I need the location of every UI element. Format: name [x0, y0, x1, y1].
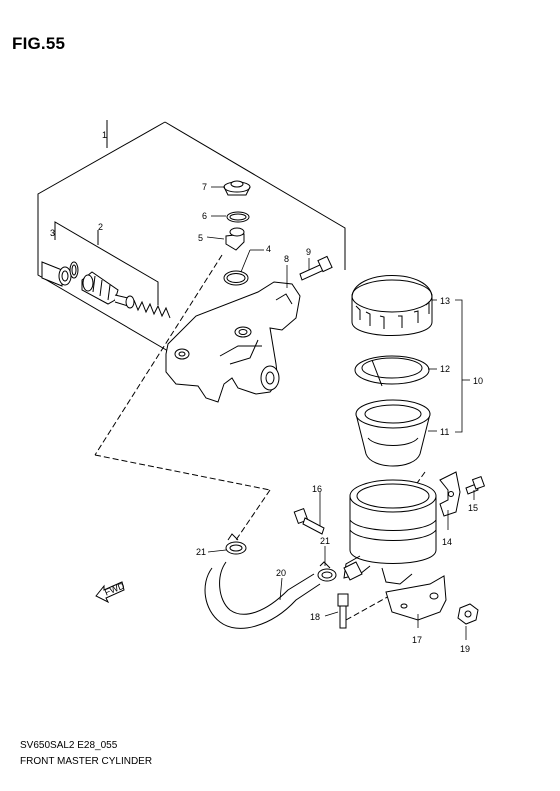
leader-lines	[206, 186, 475, 640]
circlip-part	[226, 211, 250, 223]
callout-21-lower: 21	[320, 536, 330, 546]
nut-part-19	[457, 603, 479, 625]
callout-3: 3	[50, 228, 55, 238]
o-ring-part	[223, 270, 249, 286]
callout-10: 10	[473, 376, 483, 386]
bolt-part-9	[299, 255, 333, 281]
callout-20: 20	[276, 568, 286, 578]
diaphragm-part	[355, 399, 431, 467]
callout-5: 5	[198, 233, 203, 243]
piston-spring-part	[81, 271, 171, 319]
plate-part	[354, 355, 430, 387]
callout-19: 19	[460, 644, 470, 654]
bolt-part-18	[337, 593, 349, 629]
callout-1: 1	[102, 130, 107, 140]
hose-clamp-upper	[225, 533, 247, 555]
diagram-title: FRONT MASTER CYLINDER	[20, 756, 153, 767]
dash-leader	[94, 254, 426, 621]
hose-clamp-lower	[317, 561, 337, 582]
callout-11: 11	[440, 427, 449, 437]
callout-13: 13	[440, 296, 450, 306]
bracket-part-14	[439, 471, 461, 517]
reservoir-body	[343, 479, 437, 585]
fwd-arrow-label: FWD	[103, 580, 126, 597]
hose-part	[204, 561, 363, 629]
boot-part	[223, 180, 251, 196]
piston-cup-part	[41, 261, 79, 287]
bracket-part-17	[385, 575, 447, 621]
callout-4: 4	[266, 244, 271, 254]
callout-7: 7	[202, 182, 207, 192]
callout-12: 12	[440, 364, 450, 374]
callout-14: 14	[442, 537, 452, 547]
callout-2: 2	[98, 222, 103, 232]
callout-9: 9	[306, 247, 311, 257]
callout-16: 16	[312, 484, 322, 494]
screw-part-15	[465, 475, 486, 495]
callout-21-upper: 21	[196, 547, 206, 557]
assembly-outline	[37, 120, 346, 359]
fwd-arrow-icon	[95, 581, 125, 604]
reservoir-cap	[351, 275, 433, 336]
diagram-code: SV650SAL2 E28_055	[20, 740, 118, 751]
master-cylinder-body	[165, 281, 301, 403]
callout-18: 18	[310, 612, 320, 622]
connector-part	[225, 227, 245, 251]
subassembly-bracket	[54, 221, 159, 305]
bolt-part-16	[293, 508, 325, 535]
callout-15: 15	[468, 503, 478, 513]
callout-6: 6	[202, 211, 207, 221]
callout-8: 8	[284, 254, 289, 264]
figure-title: FIG.55	[12, 34, 66, 53]
callout-17: 17	[412, 635, 422, 645]
